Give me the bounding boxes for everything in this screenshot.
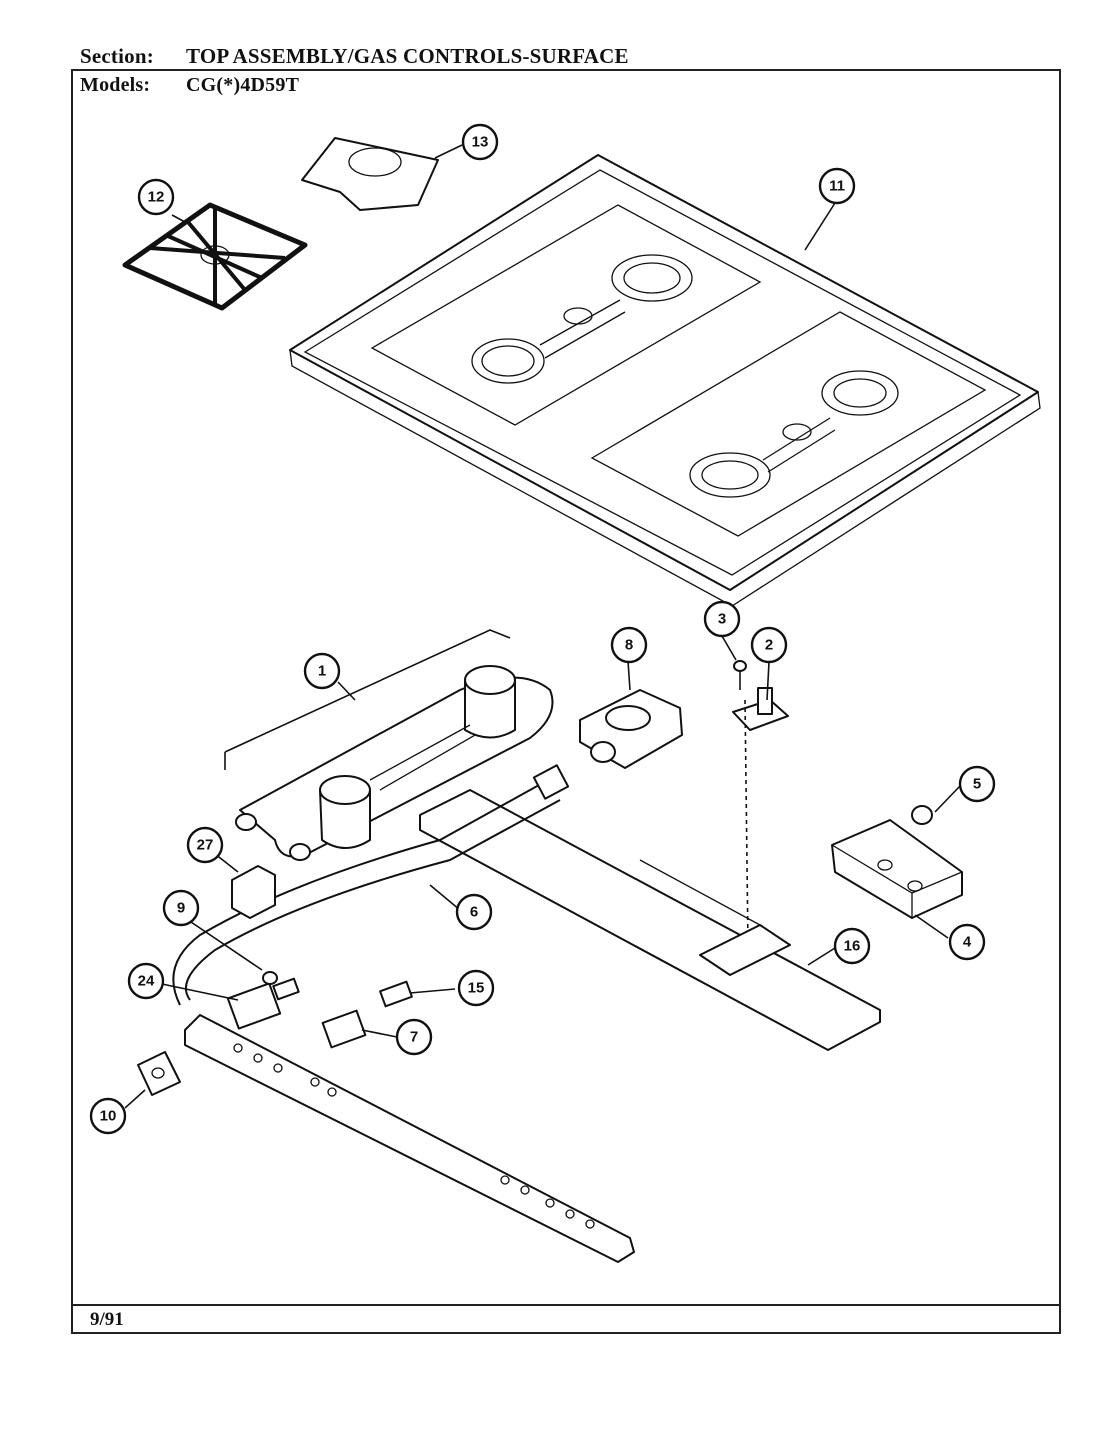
svg-text:13: 13 bbox=[472, 134, 489, 151]
svg-text:15: 15 bbox=[468, 980, 485, 997]
callout-9: 9 bbox=[162, 889, 200, 927]
part-13-burner-bowl bbox=[301, 137, 439, 211]
section-header: Section: TOP ASSEMBLY/GAS CONTROLS-SURFAC… bbox=[80, 44, 629, 69]
part-12-grate bbox=[122, 202, 308, 311]
callout-11: 11 bbox=[818, 167, 856, 205]
callout-6: 6 bbox=[455, 893, 493, 931]
part-7-valve-fitting bbox=[321, 1009, 367, 1049]
svg-text:6: 6 bbox=[470, 904, 478, 921]
callout-13: 13 bbox=[461, 123, 499, 161]
part-3-screw bbox=[733, 660, 749, 946]
part-2-clip bbox=[732, 687, 789, 731]
part-1-burner-assembly bbox=[224, 629, 554, 861]
svg-text:7: 7 bbox=[410, 1029, 418, 1046]
part-10-bracket bbox=[137, 1051, 181, 1096]
part-24-valve bbox=[226, 977, 300, 1030]
svg-text:11: 11 bbox=[829, 178, 845, 195]
models-label: Models: bbox=[80, 74, 151, 96]
manifold-pipe bbox=[184, 1014, 635, 1263]
part-4-junction-box bbox=[831, 819, 963, 919]
part-5-switch bbox=[911, 805, 933, 825]
section-title: TOP ASSEMBLY/GAS CONTROLS-SURFACE bbox=[186, 44, 629, 68]
leader-lines bbox=[124, 144, 961, 1109]
callout-27: 27 bbox=[186, 826, 224, 864]
callout-12: 12 bbox=[137, 178, 175, 216]
models-header: Models: CG(*)4D59T bbox=[80, 74, 299, 97]
part-16-bracket bbox=[419, 789, 881, 1051]
callout-5: 5 bbox=[958, 765, 996, 803]
callout-4: 4 bbox=[948, 923, 986, 961]
svg-text:9: 9 bbox=[177, 900, 185, 917]
callout-1: 1 bbox=[303, 652, 341, 690]
svg-text:16: 16 bbox=[844, 938, 861, 955]
callout-2: 2 bbox=[750, 626, 788, 664]
diagram-frame bbox=[71, 69, 1061, 1334]
part-6-gas-tube bbox=[172, 764, 570, 1006]
footer-divider bbox=[71, 1304, 1061, 1306]
callout-16: 16 bbox=[833, 927, 871, 965]
callout-3: 3 bbox=[703, 600, 741, 638]
callout-8: 8 bbox=[610, 626, 648, 664]
svg-text:2: 2 bbox=[765, 637, 773, 654]
svg-text:27: 27 bbox=[197, 837, 214, 854]
callout-24: 24 bbox=[127, 962, 165, 1000]
part-27-ignitor-switch bbox=[231, 865, 276, 919]
part-8-regulator bbox=[579, 689, 683, 769]
part-11-cooktop bbox=[289, 154, 1041, 607]
svg-text:10: 10 bbox=[100, 1108, 117, 1125]
callout-7: 7 bbox=[395, 1018, 433, 1056]
callout-15: 15 bbox=[457, 969, 495, 1007]
part-9-screw bbox=[262, 971, 278, 985]
svg-text:3: 3 bbox=[718, 611, 726, 628]
callout-10: 10 bbox=[89, 1097, 127, 1135]
svg-text:24: 24 bbox=[138, 973, 155, 990]
svg-text:4: 4 bbox=[963, 934, 972, 951]
svg-text:5: 5 bbox=[973, 776, 981, 793]
svg-text:8: 8 bbox=[625, 637, 633, 654]
revision-date: 9/91 bbox=[90, 1309, 124, 1330]
part-15-orifice bbox=[379, 980, 413, 1008]
svg-text:12: 12 bbox=[148, 189, 165, 206]
svg-text:1: 1 bbox=[318, 663, 326, 680]
models-value: CG(*)4D59T bbox=[186, 74, 300, 96]
section-label: Section: bbox=[80, 44, 154, 68]
